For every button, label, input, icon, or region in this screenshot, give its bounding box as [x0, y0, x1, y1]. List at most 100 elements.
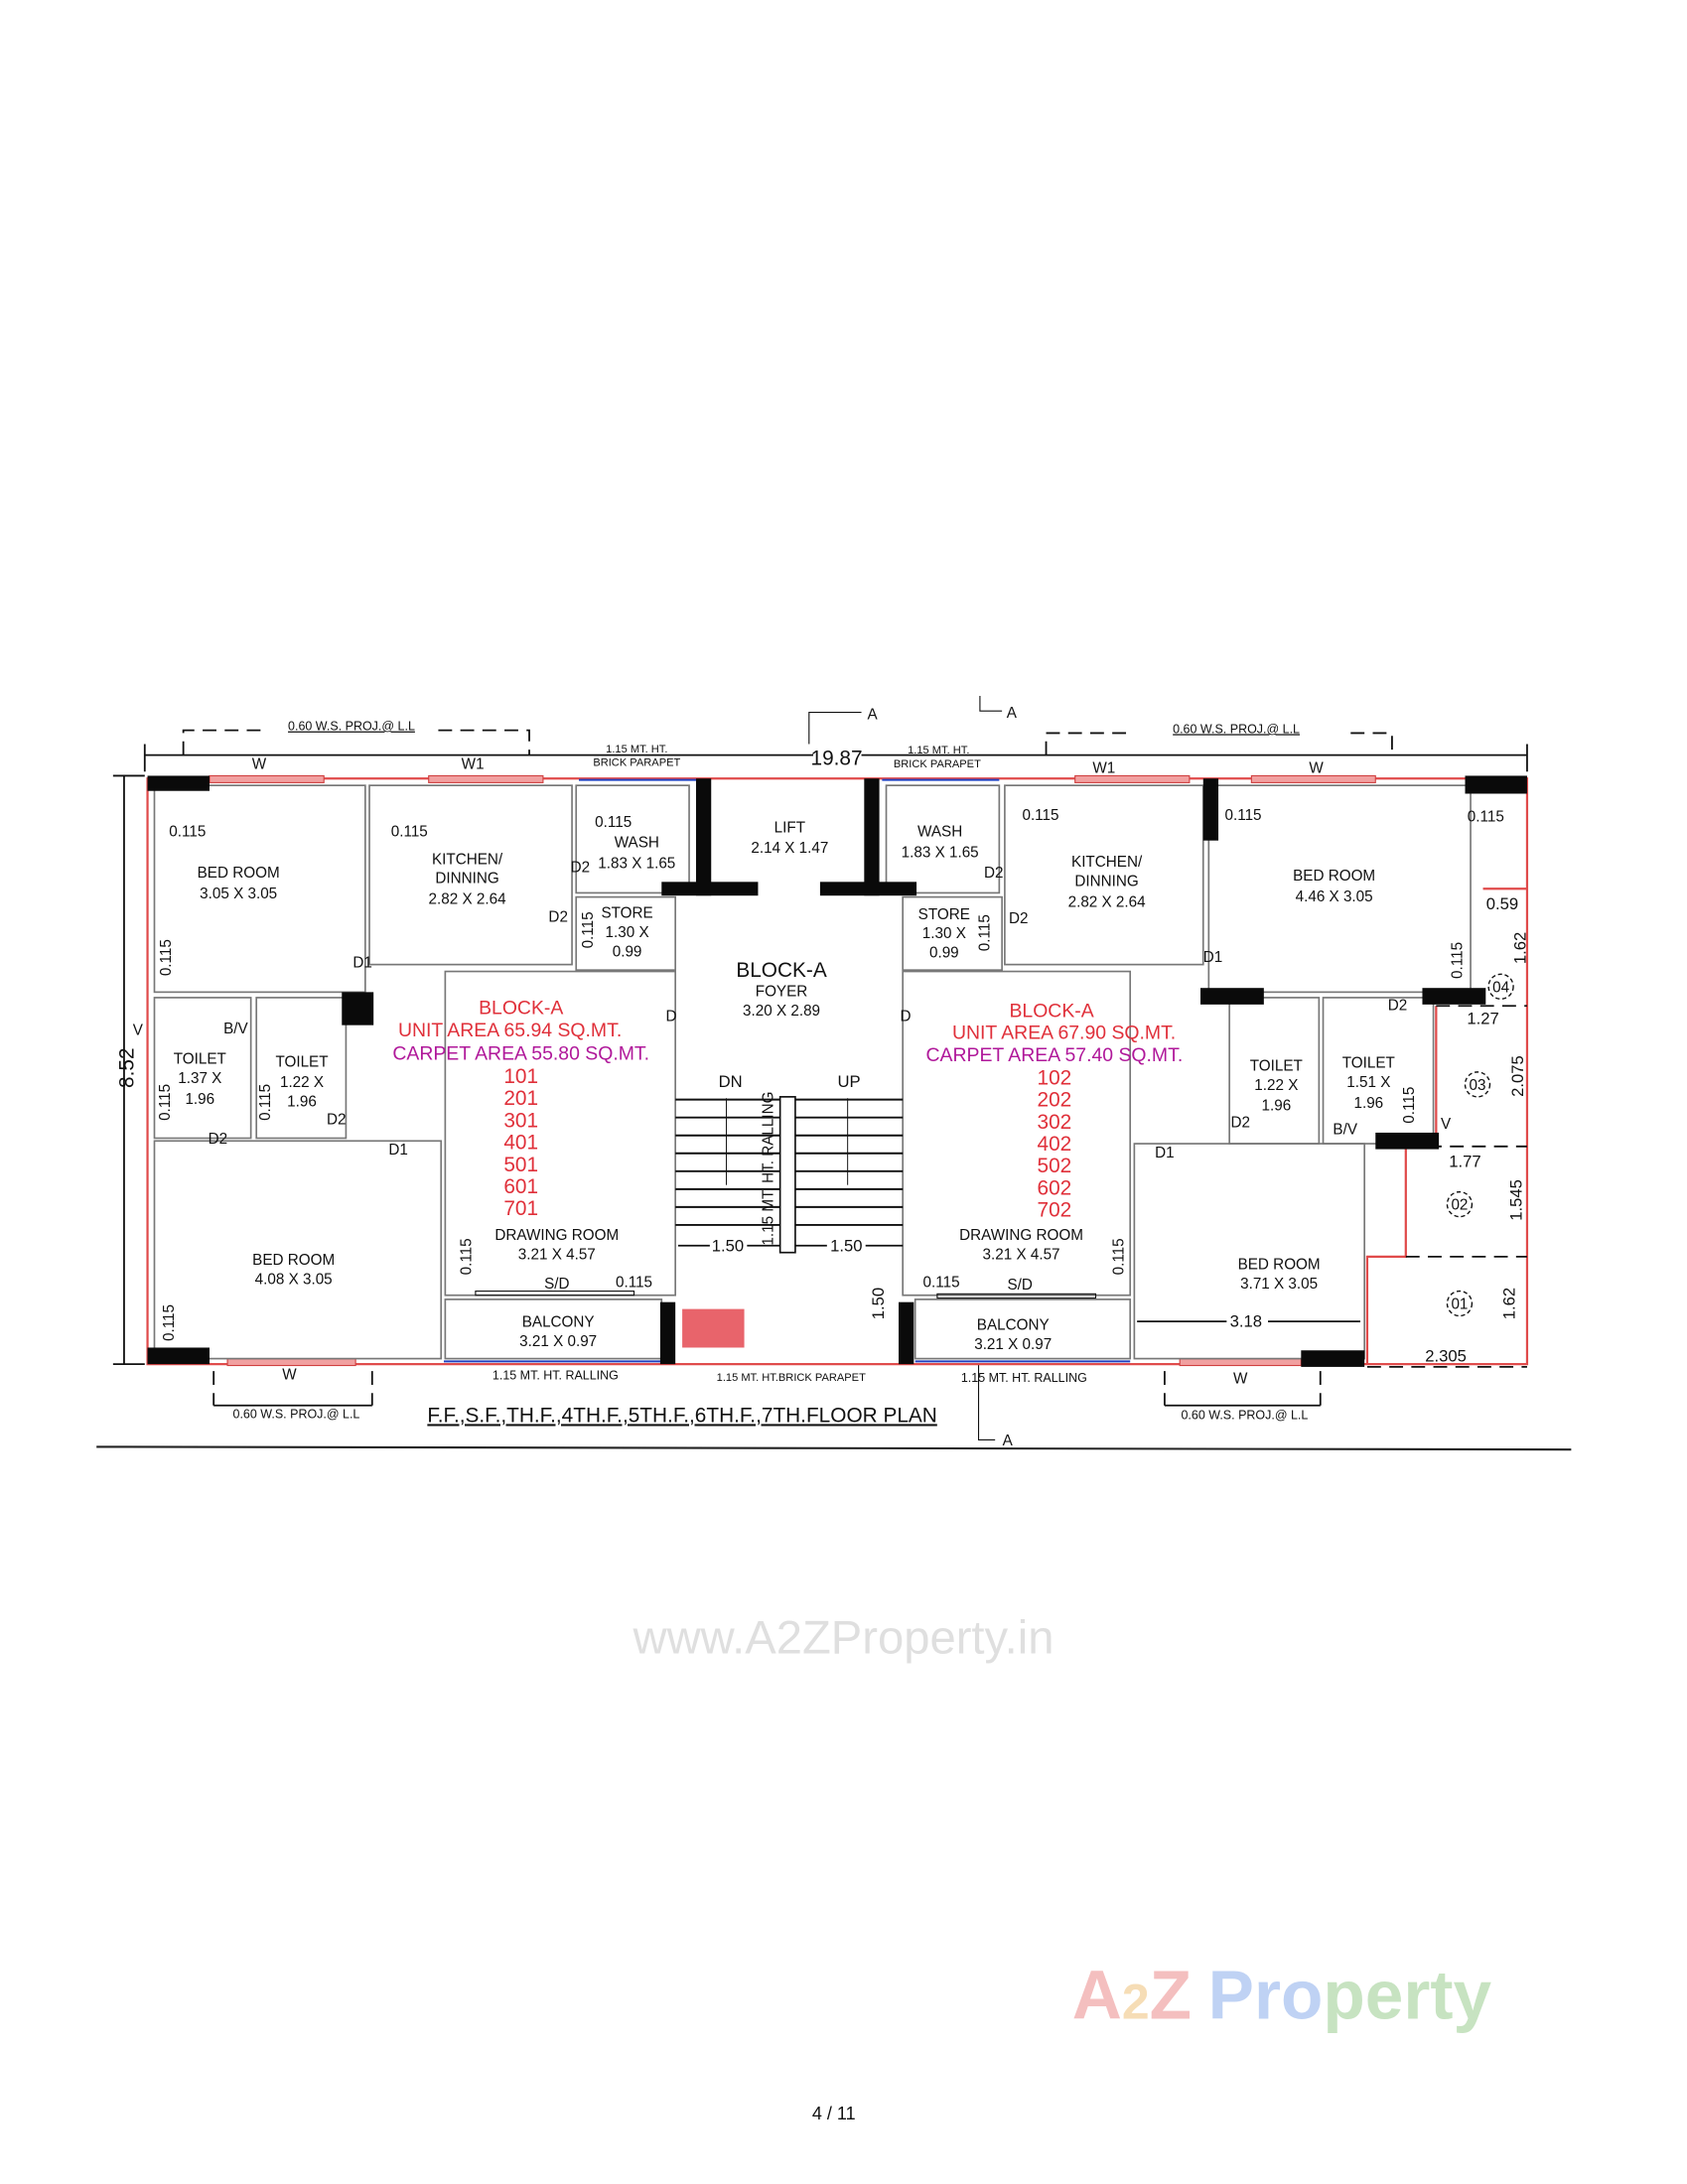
watermark: www.A2ZProperty.in: [633, 1612, 1054, 1665]
room-size: 4.46 X 3.05: [1296, 888, 1373, 905]
slot-number: 04: [1492, 979, 1509, 996]
dimension: 0.115: [923, 1274, 960, 1291]
window-label: W1: [1092, 760, 1115, 777]
dimension: 0.115: [1022, 807, 1058, 824]
dimension: 0.115: [161, 1304, 178, 1341]
room-label: KITCHEN/: [432, 851, 503, 868]
slot-number: 03: [1470, 1077, 1486, 1094]
room-size: 3.21 X 0.97: [974, 1336, 1052, 1353]
flat-number: 701: [503, 1197, 538, 1220]
dimension: 1.27: [1467, 1009, 1498, 1027]
dimension: 1.545: [1506, 1179, 1525, 1221]
room-label: TOILET: [1342, 1055, 1395, 1072]
ws-proj-label: 0.60 W.S. PROJ.@ L.L: [1173, 722, 1300, 736]
room-label: BED ROOM: [252, 1252, 335, 1269]
ventilator-label: B/V: [1333, 1121, 1357, 1138]
room-label: DRAWING ROOM: [959, 1227, 1083, 1244]
dimension: 1.50: [830, 1236, 862, 1255]
door-label: D2: [548, 909, 568, 926]
dimension: 2.075: [1508, 1055, 1527, 1097]
room-size: 3.71 X 3.05: [1240, 1276, 1318, 1293]
flat-number: 402: [1037, 1133, 1071, 1156]
room-label: WASH: [615, 835, 659, 852]
left-unit: W W1 W 0.115 0.115 0.115 WASH 1.83 X 1.6…: [133, 756, 677, 1384]
door-label: D2: [1388, 997, 1408, 1014]
door-label: D2: [1230, 1114, 1250, 1131]
door-label: D2: [984, 865, 1004, 882]
room-size: 1.51 X: [1346, 1074, 1390, 1091]
parapet-label: BRICK PARAPET: [593, 757, 680, 769]
flat-number: 602: [1037, 1176, 1071, 1199]
room-label: DINNING: [435, 871, 498, 887]
dimension: 0.115: [257, 1084, 274, 1121]
lift-size: 2.14 X 1.47: [751, 840, 828, 857]
flat-number: 702: [1037, 1199, 1071, 1222]
flat-number: 101: [503, 1065, 538, 1088]
flat-number: 201: [503, 1087, 538, 1110]
door-label: D2: [209, 1131, 228, 1148]
dimension: 1.50: [869, 1288, 888, 1319]
room-size: 1.83 X 1.65: [598, 855, 675, 872]
room-size: 2.82 X 2.64: [1068, 893, 1147, 910]
dimension: 0.115: [977, 914, 994, 951]
divider: [96, 1445, 1572, 1451]
dimension: 1.62: [1511, 932, 1530, 964]
dimension: 1.77: [1449, 1153, 1480, 1171]
dimension: 1.50: [712, 1236, 744, 1255]
slot-number: 02: [1451, 1197, 1468, 1214]
door-label: D1: [388, 1142, 408, 1159]
carpet-area: CARPET AREA 55.80 SQ.MT.: [392, 1042, 649, 1064]
door-label: D: [900, 1009, 911, 1025]
stair-down-label: DN: [719, 1072, 743, 1091]
slot-marker-icon: [1446, 1190, 1474, 1218]
room-size: 3.21 X 4.57: [983, 1247, 1060, 1264]
room-label: TOILET: [174, 1051, 226, 1068]
room-size: 0.99: [613, 943, 642, 960]
ws-proj-label: 0.60 W.S. PROJ.@ L.L: [1181, 1409, 1308, 1423]
door-label: S/D: [544, 1276, 569, 1293]
dimension: 0.115: [595, 814, 632, 831]
parapet-label: 1.15 MT. HT.: [908, 745, 969, 756]
room-size: 2.82 X 2.64: [429, 891, 507, 908]
railing-label: 1.15 MT. HT. RALLING: [961, 1371, 1087, 1385]
dimension: 0.115: [157, 1084, 174, 1121]
room-size: 1.96: [1261, 1098, 1291, 1115]
door-label: D: [665, 1009, 676, 1025]
room-size: 1.96: [287, 1094, 317, 1111]
unit-area: UNIT AREA 65.94 SQ.MT.: [398, 1020, 622, 1041]
parapet-label: 1.15 MT. HT.BRICK PARAPET: [717, 1372, 866, 1384]
flat-number: 501: [503, 1154, 538, 1176]
room-size: 1.83 X 1.65: [902, 844, 979, 861]
flat-number: 102: [1037, 1066, 1071, 1089]
room-size: 3.21 X 0.97: [519, 1333, 597, 1350]
room-label: DINNING: [1074, 873, 1138, 889]
room-size: 3.05 X 3.05: [200, 886, 277, 902]
walls: [146, 774, 1529, 1368]
room-label: BED ROOM: [1238, 1256, 1321, 1273]
unit-block-label: BLOCK-A: [479, 998, 563, 1020]
dimension: 0.115: [1401, 1087, 1418, 1124]
window-label: W: [282, 1366, 297, 1383]
dimension: 0.59: [1486, 894, 1518, 913]
door-label: D2: [327, 1112, 347, 1129]
room-size: 1.30 X: [922, 925, 966, 942]
dimension: 0.115: [616, 1274, 652, 1291]
right-unit: W1 W W WASH 1.83 X 1.65 D2 0.115 KITCHEN…: [900, 760, 1529, 1388]
core-labels: LIFT 2.14 X 1.47 BLOCK-A FOYER 3.20 X 2.…: [717, 819, 866, 1383]
room-size: 1.37 X: [178, 1070, 221, 1087]
unit-area: UNIT AREA 67.90 SQ.MT.: [952, 1023, 1176, 1044]
dimension: 0.115: [169, 824, 206, 841]
meter-symbol-icon: [682, 1308, 745, 1348]
flat-number: 601: [503, 1175, 538, 1198]
door-label: D1: [1203, 949, 1223, 966]
plan-title: F.F.,S.F.,TH.F.,4TH.F.,5TH.F.,6TH.F.,7TH…: [427, 1404, 936, 1427]
door-label: D2: [1009, 910, 1029, 927]
flat-number: 302: [1037, 1111, 1071, 1134]
slot-marker-icon: [1487, 973, 1514, 1001]
section-mark: A: [1007, 705, 1018, 722]
parapet-label: 1.15 MT. HT.: [606, 744, 667, 755]
ws-proj-label: 0.60 W.S. PROJ.@ L.L: [288, 720, 415, 734]
room-label: TOILET: [1250, 1057, 1303, 1074]
ventilator-label: V: [133, 1022, 144, 1038]
